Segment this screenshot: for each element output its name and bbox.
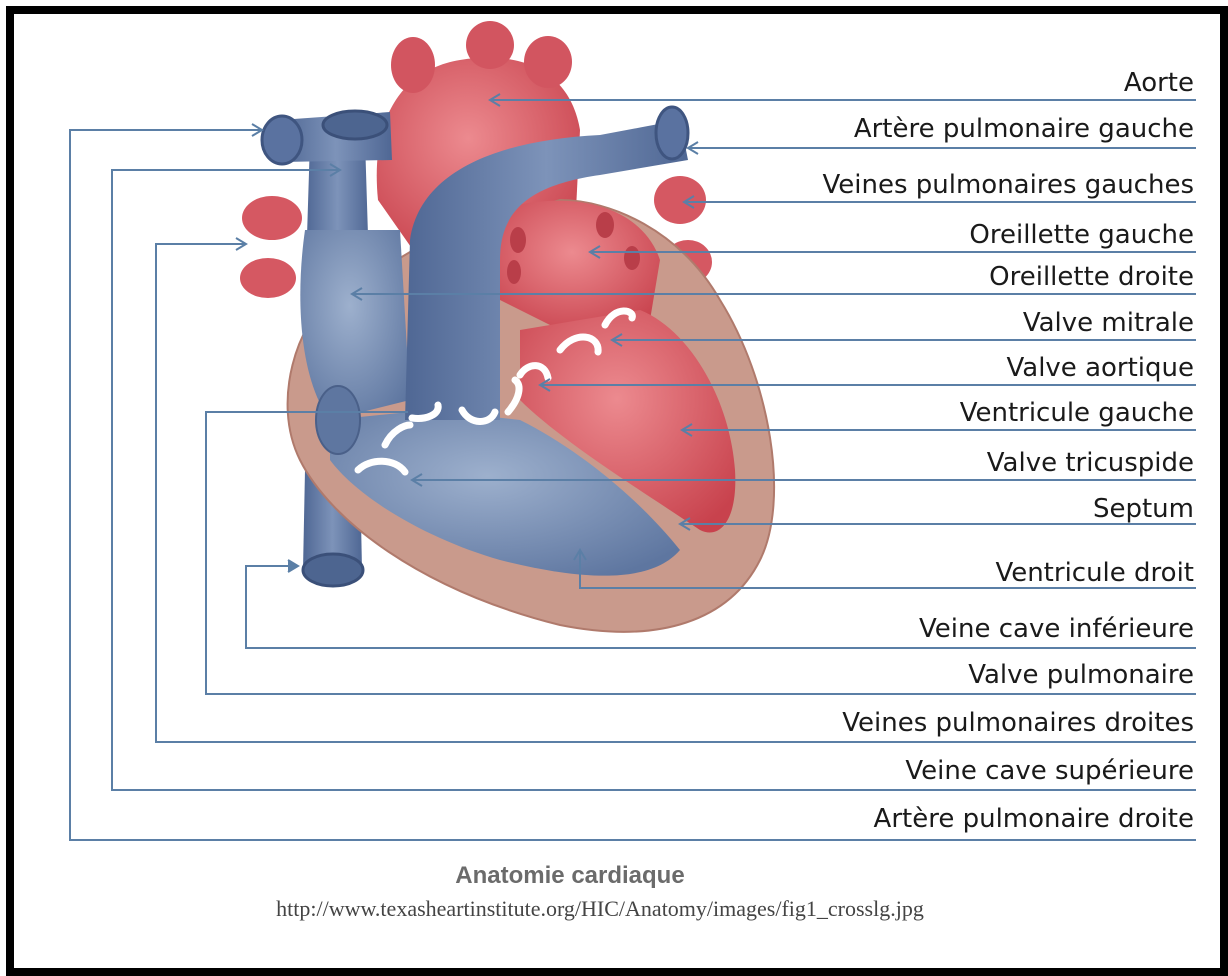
right-pulmonary-vein-lower [240, 258, 296, 298]
lpv-opening-2 [624, 246, 640, 270]
left-pulmonary-vein-upper [654, 176, 706, 224]
aorta-branch-1 [391, 37, 435, 93]
label-septum: Septum [1093, 494, 1194, 524]
label-oreillette-droite: Oreillette droite [989, 262, 1194, 292]
superior-vena-cava-opening [323, 111, 387, 139]
label-veine-cave-superieure: Veine cave supérieure [905, 756, 1194, 786]
label-artere-pulmonaire-droite: Artère pulmonaire droite [874, 804, 1194, 834]
rpv-opening-1 [510, 227, 526, 253]
label-oreillette-gauche: Oreillette gauche [969, 220, 1194, 250]
caption-source-url: http://www.texasheartinstitute.org/HIC/A… [0, 896, 1200, 922]
right-pulmonary-artery-opening [262, 116, 302, 164]
septum-opening [316, 386, 360, 454]
label-valve-mitrale: Valve mitrale [1023, 308, 1194, 338]
aorta-branch-2 [466, 21, 514, 69]
right-atrium-shape [300, 230, 410, 420]
label-artere-pulmonaire-gauche: Artère pulmonaire gauche [854, 114, 1194, 144]
label-veine-cave-inferieure: Veine cave inférieure [919, 614, 1194, 644]
label-veines-pulmonaires-gauches: Veines pulmonaires gauches [822, 170, 1194, 200]
right-pulmonary-vein-upper [242, 196, 302, 240]
inferior-vena-cava-opening [303, 554, 363, 586]
arrow-vci [288, 560, 298, 572]
label-valve-tricuspide: Valve tricuspide [987, 448, 1194, 478]
label-ventricule-gauche: Ventricule gauche [960, 398, 1194, 428]
rpv-opening-2 [507, 260, 521, 284]
aorta-branch-3 [524, 36, 572, 88]
lpv-opening-1 [596, 212, 614, 238]
label-valve-pulmonaire: Valve pulmonaire [968, 660, 1194, 690]
caption-title: Anatomie cardiaque [0, 862, 1140, 890]
label-aorte: Aorte [1124, 68, 1194, 98]
label-valve-aortique: Valve aortique [1007, 353, 1195, 383]
left-pulmonary-artery-opening [656, 107, 688, 159]
label-ventricule-droit: Ventricule droit [995, 558, 1194, 588]
heart-illustration [240, 21, 774, 632]
label-veines-pulmonaires-droites: Veines pulmonaires droites [842, 708, 1194, 738]
